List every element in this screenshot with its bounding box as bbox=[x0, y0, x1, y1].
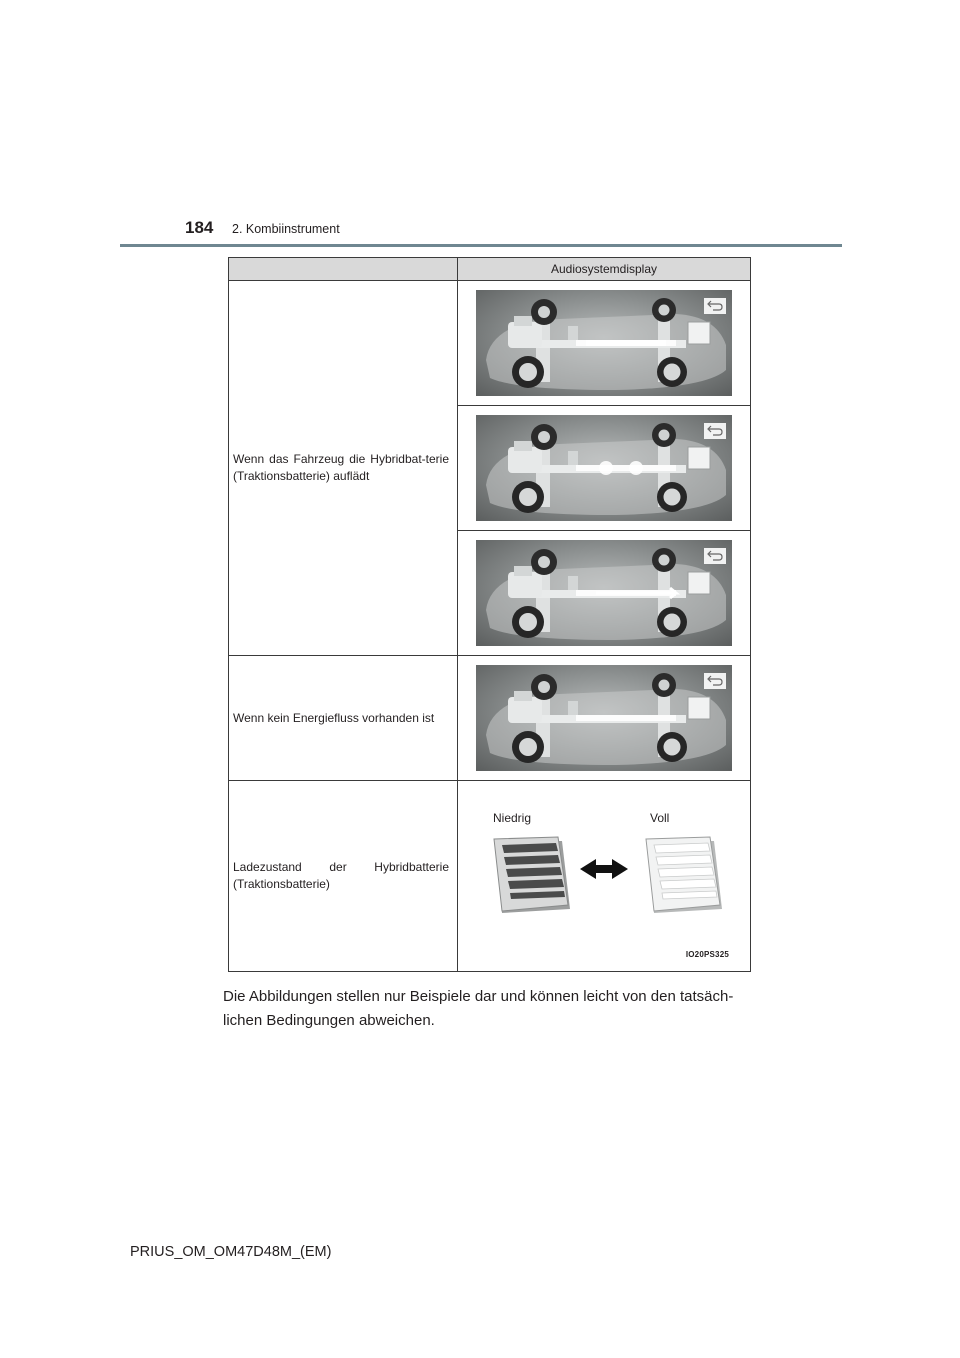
battery-full-icon bbox=[645, 836, 722, 913]
double-arrow-icon bbox=[580, 859, 628, 879]
header-divider bbox=[120, 244, 842, 247]
back-arrow-icon bbox=[704, 548, 726, 564]
section-title: 2. Kombiinstrument bbox=[232, 222, 340, 236]
energy-monitor-image bbox=[476, 290, 732, 396]
soc-full-label: Voll bbox=[650, 811, 670, 825]
table-row bbox=[229, 405, 751, 531]
document-id: PRIUS_OM_OM47D48M_(EM) bbox=[130, 1244, 332, 1260]
energy-flow-table: Audiosystemdisplay Wenn das Fahrzeug die… bbox=[228, 257, 751, 972]
row-label-charging: Wenn das Fahrzeug die Hybridbat-terie (T… bbox=[228, 280, 458, 656]
table-row bbox=[229, 530, 751, 656]
table-row: Wenn das Fahrzeug die Hybridbat-terie (T… bbox=[228, 280, 751, 656]
energy-monitor-image bbox=[476, 540, 732, 646]
energy-monitor-image bbox=[476, 415, 732, 521]
table-row: Ladezustand der Hybridbatterie (Traktion… bbox=[228, 780, 751, 972]
energy-monitor-image bbox=[476, 665, 732, 771]
table-header-row: Audiosystemdisplay bbox=[228, 257, 751, 281]
row-label-no-flow: Wenn kein Energiefluss vorhanden ist bbox=[228, 655, 458, 781]
table-row: Wenn kein Energiefluss vorhanden ist bbox=[228, 655, 751, 781]
back-arrow-icon bbox=[704, 673, 726, 689]
back-arrow-icon bbox=[704, 298, 726, 314]
image-code: IO20PS325 bbox=[685, 950, 729, 959]
battery-soc-illustration: Niedrig Voll bbox=[458, 781, 751, 971]
column-header: Audiosystemdisplay bbox=[457, 257, 751, 281]
row-label-soc: Ladezustand der Hybridbatterie (Traktion… bbox=[228, 780, 458, 972]
battery-low-icon bbox=[493, 836, 570, 913]
caption-note: Die Abbildungen stellen nur Beispiele da… bbox=[223, 988, 734, 1029]
soc-low-label: Niedrig bbox=[493, 811, 532, 825]
back-arrow-icon bbox=[704, 423, 726, 439]
page-number: 184 bbox=[185, 218, 214, 237]
table-header-empty bbox=[228, 257, 458, 281]
